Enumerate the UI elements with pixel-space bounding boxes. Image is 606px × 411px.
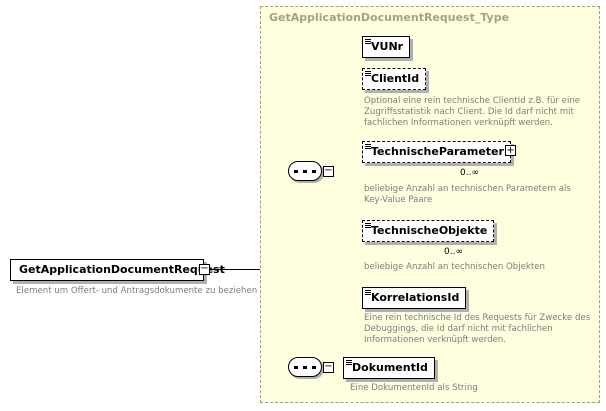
root-connector [209, 269, 274, 270]
sequence-collapse-icon[interactable]: − [323, 165, 334, 177]
element-technischeparameter[interactable]: TechnischeParameter + [362, 141, 516, 163]
doc-line: Debuggings, die Id darf nicht mit fachli… [364, 324, 553, 334]
doc-line: Eine rein technische Id des Requests für… [364, 313, 591, 323]
element-korrelationsid-doc: Eine rein technische Id des Requests für… [364, 313, 590, 346]
element-korrelationsid[interactable]: KorrelationsId [362, 287, 467, 309]
element-lines-icon [365, 39, 371, 44]
element-technischeobjekte[interactable]: TechnischeObjekte [362, 220, 495, 242]
root-element-node[interactable]: GetApplicationDocumentRequest [10, 259, 225, 281]
element-dokumentid-label: DokumentId [352, 361, 428, 374]
doc-line: beliebige Anzahl an technischen Paramete… [364, 184, 571, 194]
element-dokumentid[interactable]: DokumentId [343, 357, 435, 379]
doc-line: Informationen verknüpft werden. [364, 335, 507, 345]
element-technischeparameter-doc: beliebige Anzahl an technischen Paramete… [364, 184, 571, 206]
element-lines-icon [365, 144, 371, 149]
technischeparameter-cardinality: 0..∞ [460, 168, 479, 178]
element-technischeobjekte-doc: beliebige Anzahl an technischen Objekten [364, 262, 545, 273]
sequence-collapse-icon[interactable]: − [323, 361, 334, 373]
element-clientid[interactable]: ClientId [362, 68, 427, 90]
element-lines-icon [365, 223, 371, 228]
element-technischeobjekte-label: TechnischeObjekte [371, 224, 488, 237]
complex-type-title: GetApplicationDocumentRequest_Type [269, 11, 510, 24]
element-vunr-label: VUNr [371, 40, 404, 53]
sequence-dots-icon [294, 366, 316, 369]
root-element-doc: Element um Offert- und Antragsdokumente … [16, 286, 258, 296]
element-technischeparameter-label: TechnischeParameter [371, 145, 504, 158]
doc-line: Optional eine rein technische ClientId z… [364, 96, 581, 106]
root-collapse-icon[interactable]: − [199, 263, 210, 275]
doc-line: fachlichen Informationen verknüpft werde… [364, 118, 553, 128]
element-lines-icon [365, 71, 371, 76]
element-dokumentid-doc: Eine DokumentenId als String [350, 383, 478, 394]
element-lines-icon [346, 360, 352, 365]
expand-plus-icon[interactable]: + [504, 145, 516, 156]
element-vunr[interactable]: VUNr [362, 36, 411, 58]
root-element-label: GetApplicationDocumentRequest [19, 263, 225, 276]
technischeobjekte-cardinality: 0..∞ [444, 247, 463, 257]
complex-type-box: GetApplicationDocumentRequest_Type [260, 6, 600, 403]
element-clientid-label: ClientId [371, 72, 420, 85]
doc-line: Eine DokumentenId als String [350, 383, 478, 393]
sequence-compositor-icon[interactable] [288, 161, 322, 181]
element-korrelationsid-label: KorrelationsId [371, 291, 460, 304]
doc-line: Zugriffsstatistik nach Client. Die Id da… [364, 107, 574, 117]
sequence-compositor-icon[interactable] [288, 357, 322, 377]
element-clientid-doc: Optional eine rein technische ClientId z… [364, 96, 580, 129]
doc-line: beliebige Anzahl an technischen Objekten [364, 262, 545, 272]
element-lines-icon [365, 290, 371, 295]
sequence-dots-icon [294, 170, 316, 173]
doc-line: Key-Value Paare [364, 195, 433, 205]
